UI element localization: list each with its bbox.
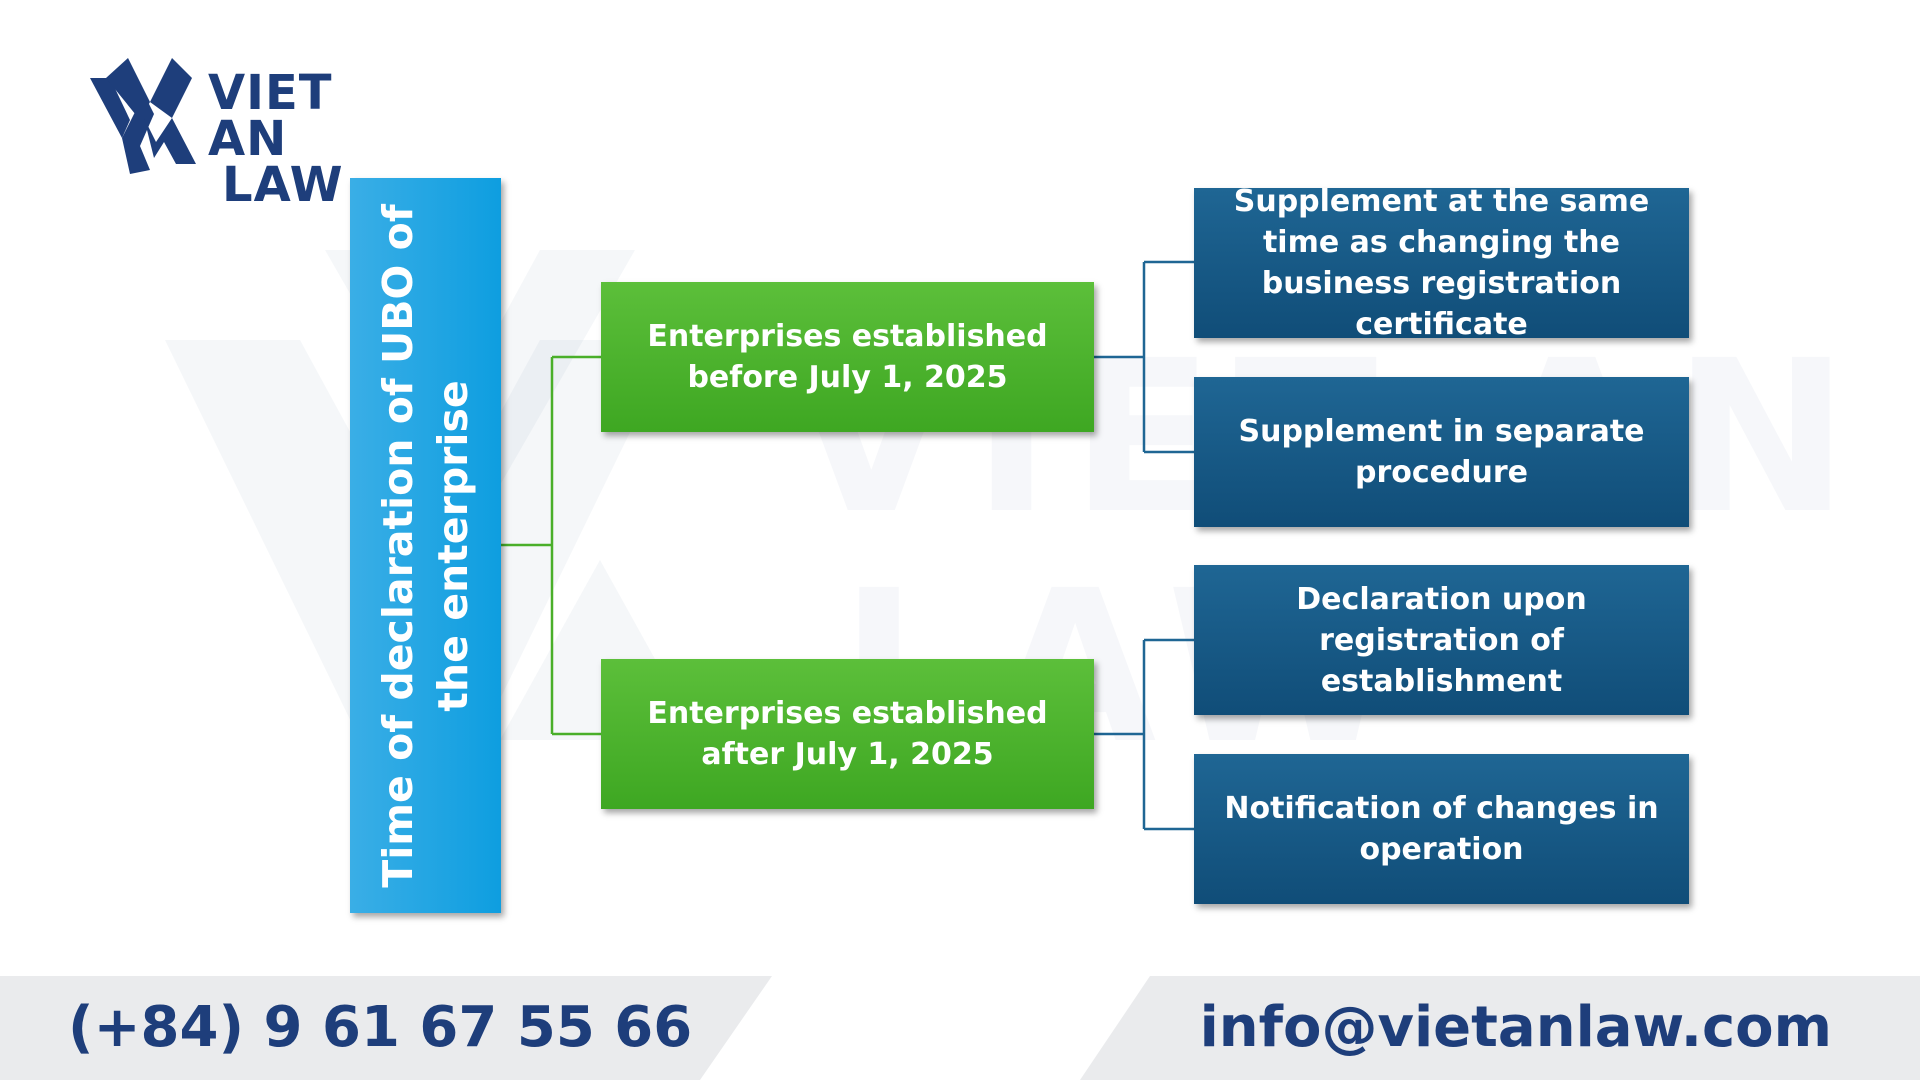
brand-logo: VIET AN LAW (88, 58, 418, 209)
branch-node-after: Enterprises established after July 1, 20… (601, 659, 1094, 809)
brand-line-1: VIET AN (208, 65, 333, 167)
leaf-node-notification-label: Notification of changes in operation (1224, 791, 1659, 867)
leaf-node-separate: Supplement in separate procedure (1194, 377, 1689, 527)
branch-node-before-label: Enterprises established before July 1, 2… (647, 319, 1048, 395)
root-node-label: Time of declaration of UBO of the enterp… (373, 203, 477, 888)
leaf-node-registration: Declaration upon registration of establi… (1194, 565, 1689, 715)
leaf-node-separate-label: Supplement in separate procedure (1238, 414, 1645, 490)
leaf-node-same-time-label: Supplement at the same time as changing … (1233, 184, 1650, 342)
vietan-monogram-icon (90, 58, 196, 174)
footer-band (0, 976, 1920, 1080)
email-address[interactable]: info@vietanlaw.com (1199, 995, 1832, 1060)
branch-node-before: Enterprises established before July 1, 2… (601, 282, 1094, 432)
contact-footer (0, 976, 1920, 1080)
leaf-node-same-time: Supplement at the same time as changing … (1194, 184, 1689, 342)
leaf-node-notification: Notification of changes in operation (1194, 754, 1689, 904)
root-node: Time of declaration of UBO of the enterp… (350, 178, 501, 913)
branch-node-after-label: Enterprises established after July 1, 20… (647, 696, 1048, 772)
brand-line-2: LAW (222, 157, 344, 213)
brand-wordmark: VIET AN LAW (208, 65, 418, 213)
phone-number[interactable]: (+84) 9 61 67 55 66 (68, 995, 693, 1060)
leaf-node-registration-label: Declaration upon registration of establi… (1296, 581, 1587, 699)
